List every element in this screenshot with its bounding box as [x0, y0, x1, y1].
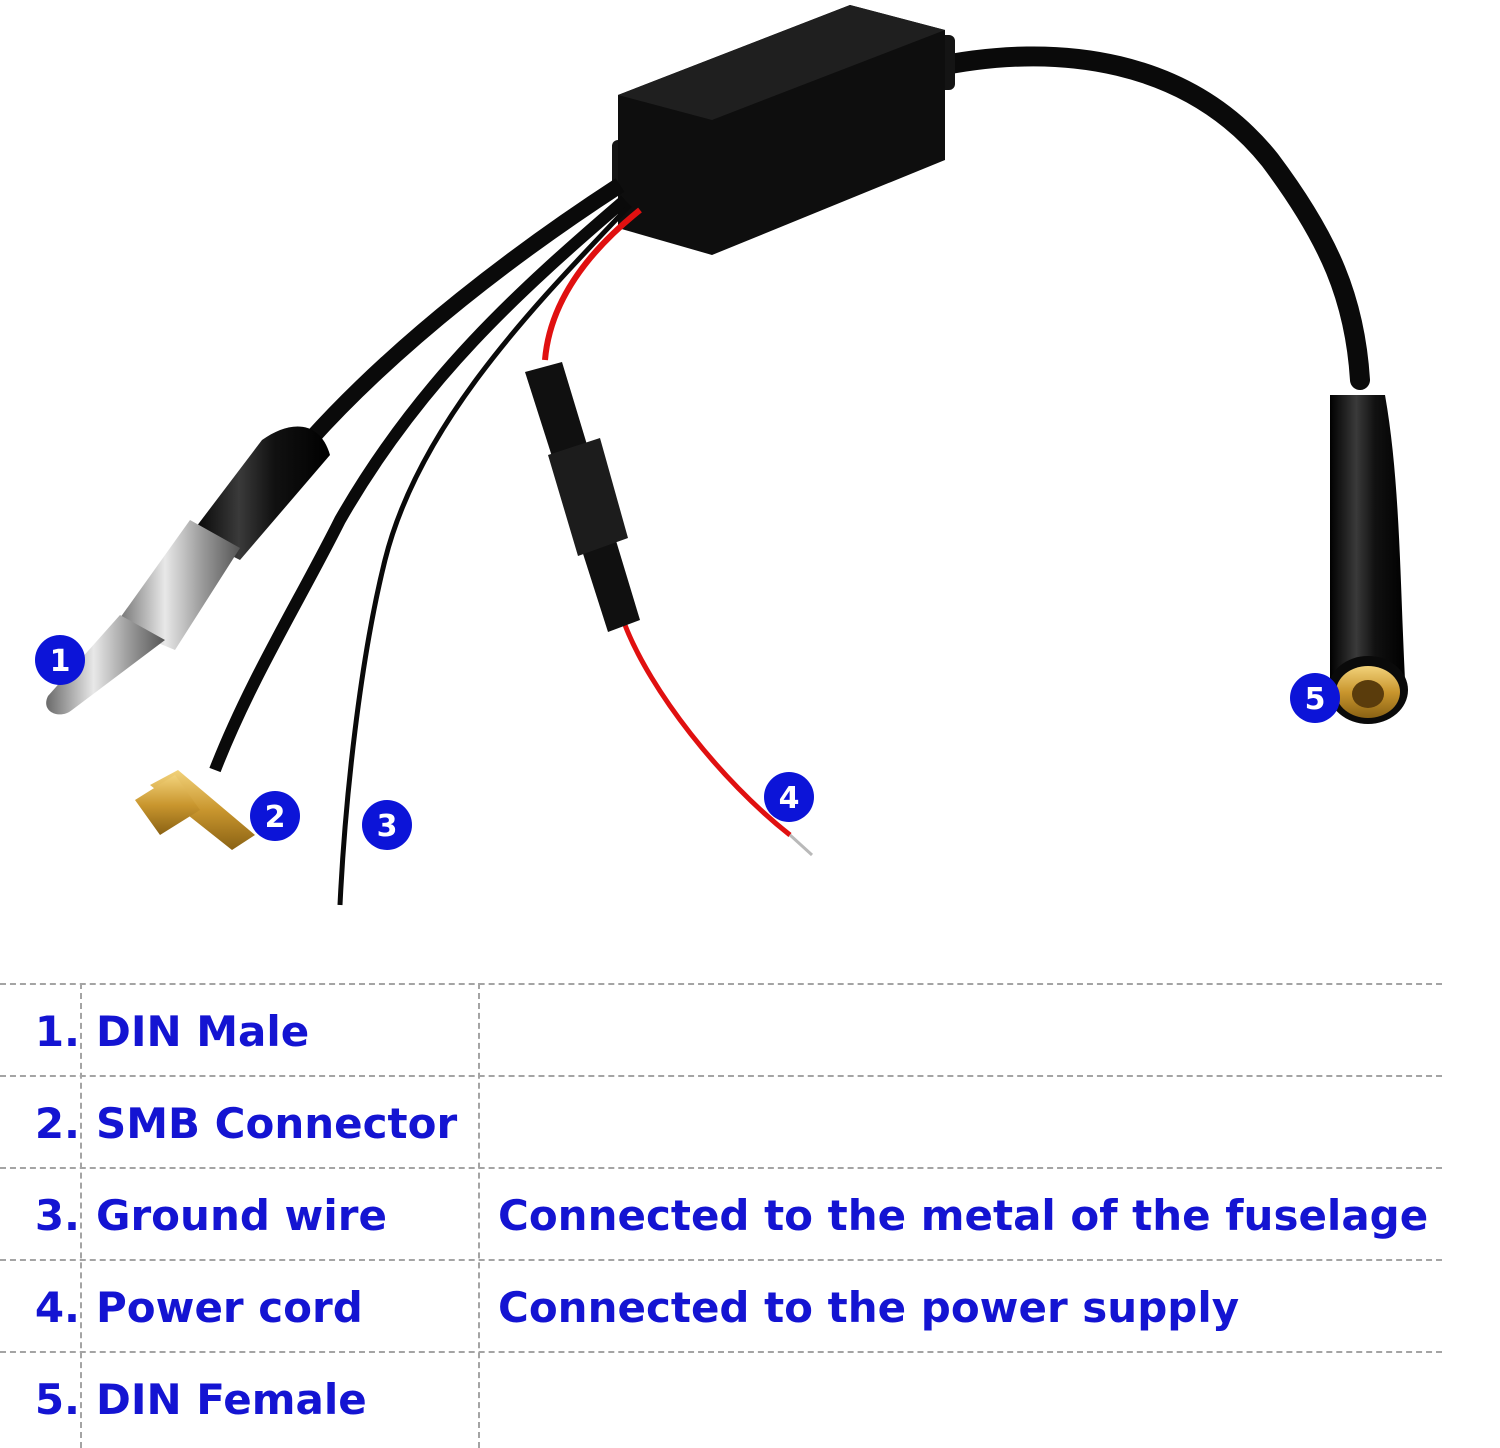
- svg-text:1: 1: [50, 644, 71, 679]
- legend-table: 1. DIN Male 2. SMB Connector 3. Ground w…: [0, 983, 1442, 1448]
- row-description: [498, 1077, 1438, 1169]
- svg-text:4: 4: [779, 781, 800, 816]
- legend-row: 2. SMB Connector: [0, 1075, 1442, 1169]
- column-divider: [80, 983, 82, 1448]
- din-male-connector: [46, 426, 330, 715]
- row-name: Ground wire: [96, 1190, 387, 1240]
- row-number: 2.: [34, 1098, 80, 1148]
- legend-row: 4. Power cord Connected to the power sup…: [0, 1259, 1442, 1353]
- marker-2: 2: [250, 791, 300, 841]
- power-wire: [542, 207, 814, 857]
- row-description: [498, 1353, 1438, 1445]
- row-name: SMB Connector: [96, 1098, 458, 1148]
- legend-row: 5. DIN Female: [0, 1351, 1442, 1445]
- legend-row: 1. DIN Male: [0, 983, 1442, 1077]
- smb-connector: [135, 770, 255, 850]
- marker-3: 3: [362, 800, 412, 850]
- din-female-connector: [1328, 395, 1408, 724]
- legend-row: 3. Ground wire Connected to the metal of…: [0, 1167, 1442, 1261]
- row-number: 3.: [34, 1190, 80, 1240]
- din-female-cable: [920, 46, 1370, 390]
- marker-5: 5: [1290, 673, 1340, 723]
- row-description: Connected to the metal of the fuselage: [498, 1190, 1429, 1240]
- splitter-box: [612, 5, 955, 255]
- row-number: 4.: [34, 1282, 80, 1332]
- row-name: Power cord: [96, 1282, 363, 1332]
- svg-text:2: 2: [265, 800, 286, 835]
- product-photo: 1 2 3 4 5: [35, 5, 1408, 906]
- fuse-holder: [525, 362, 640, 632]
- marker-4: 4: [764, 772, 814, 822]
- column-divider: [478, 983, 480, 1448]
- marker-1: 1: [35, 635, 85, 685]
- row-number: 5.: [34, 1374, 80, 1424]
- row-name: DIN Male: [96, 1006, 310, 1056]
- ground-wire: [337, 203, 632, 906]
- row-description: [498, 985, 1438, 1077]
- row-name: DIN Female: [96, 1374, 367, 1424]
- svg-text:3: 3: [377, 809, 398, 844]
- din-male-cable: [304, 178, 625, 446]
- svg-text:5: 5: [1305, 682, 1326, 717]
- row-description: Connected to the power supply: [498, 1282, 1240, 1332]
- row-number: 1.: [34, 1006, 80, 1056]
- smb-cable: [209, 195, 629, 773]
